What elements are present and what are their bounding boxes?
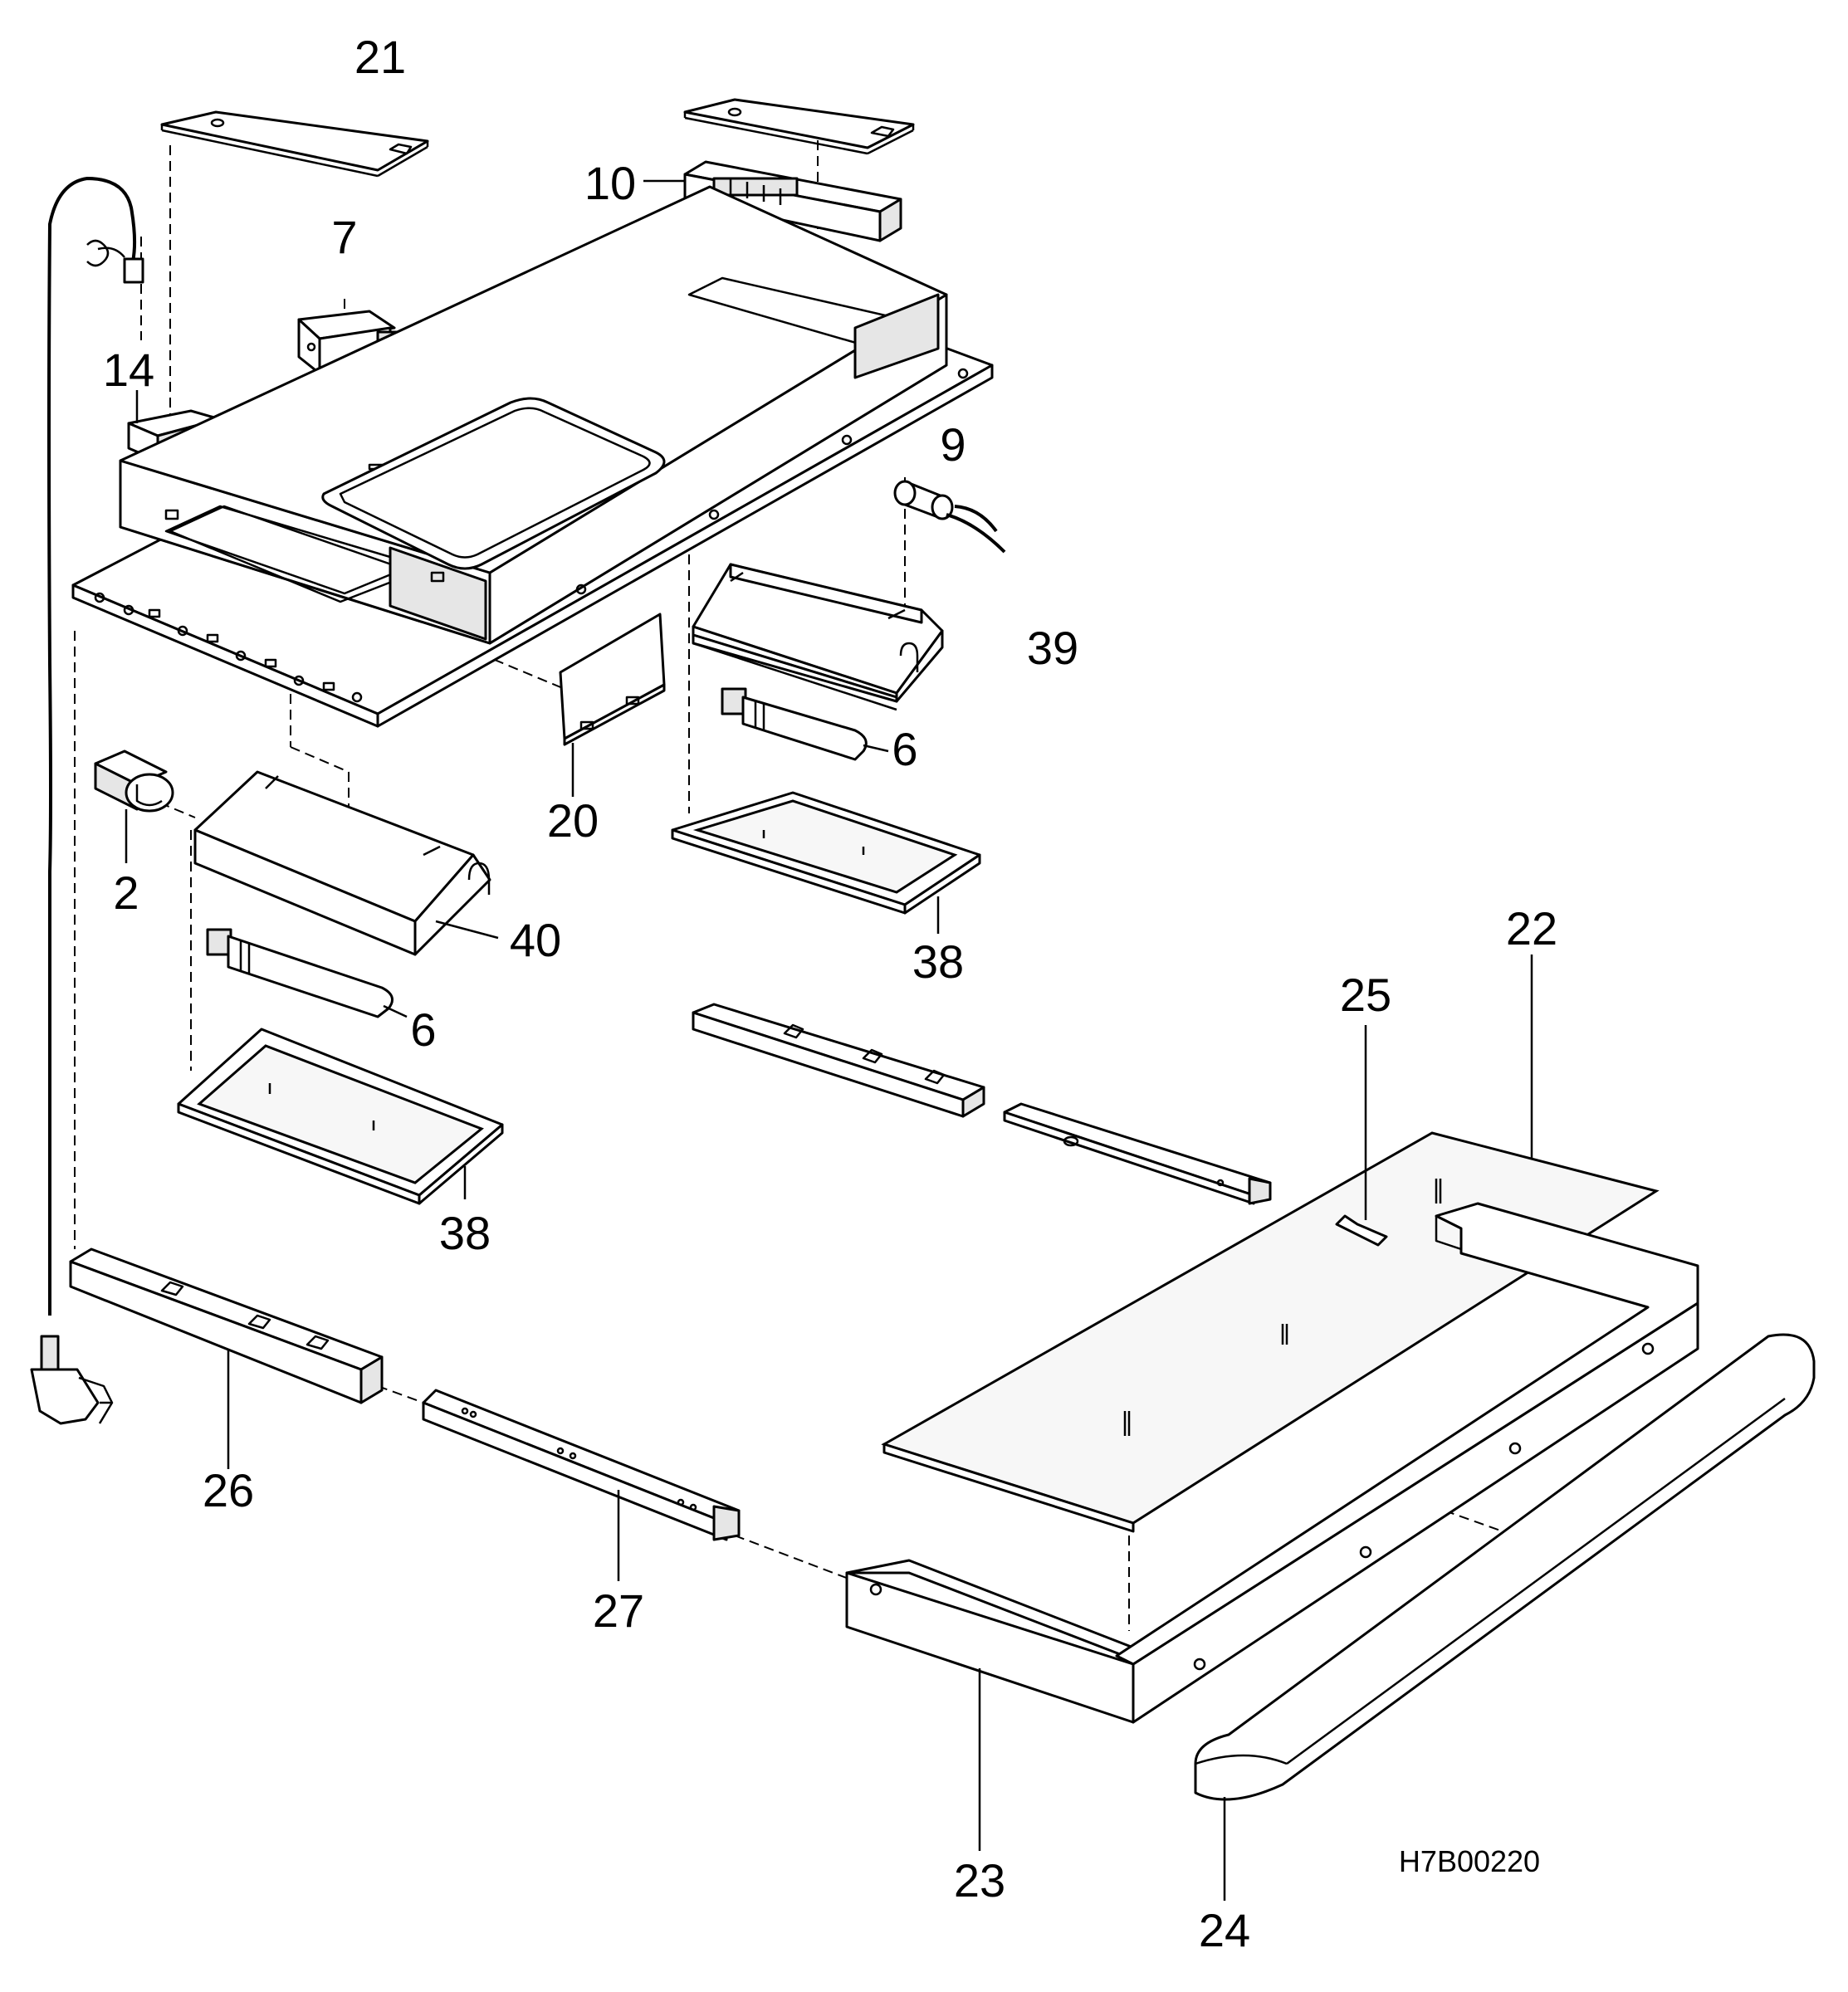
drawing-code: H7B00220	[1399, 1844, 1540, 1878]
callout-39: 39	[1027, 622, 1078, 674]
part-21-cover-plate	[160, 110, 429, 178]
slide-rail-upper	[1003, 1102, 1272, 1205]
callout-21: 21	[354, 31, 406, 83]
callout-6-upper: 6	[892, 723, 917, 775]
callout-22: 22	[1506, 902, 1557, 954]
part-6-lamp-tube-left	[206, 928, 408, 1018]
part-26-rail-bracket	[69, 1247, 384, 1469]
callout-7: 7	[331, 211, 357, 263]
part-6-lamp-tube-right	[721, 687, 889, 761]
part-9-capacitor	[893, 480, 1006, 554]
callout-26: 26	[203, 1464, 254, 1516]
part-10-connector-strip	[643, 160, 902, 242]
part-27-slide-rail	[422, 1389, 741, 1581]
part-38-diffuser-right	[671, 791, 981, 934]
main-housing	[71, 185, 994, 728]
callout-27: 27	[593, 1584, 644, 1637]
callout-23: 23	[954, 1854, 1005, 1907]
part-24-handle-bar	[1194, 1333, 1816, 1901]
mains-cable	[30, 176, 144, 1425]
callout-labels: 21 10 7 14 9 39 6 20 2 40 38 6 38 22 25 …	[103, 31, 1557, 1956]
callout-38-upper: 38	[912, 935, 964, 988]
part-25-clip	[1335, 1025, 1388, 1247]
part-23-frame	[845, 1202, 1699, 1851]
callout-20: 20	[547, 794, 599, 847]
part-2-lamp-socket	[94, 749, 174, 863]
callout-14: 14	[103, 344, 154, 396]
callout-2: 2	[113, 867, 139, 919]
callout-24: 24	[1199, 1904, 1250, 1956]
callout-38-lower: 38	[439, 1207, 491, 1259]
part-40-lamp-housing	[193, 770, 499, 956]
rail-bracket-upper	[692, 1003, 985, 1118]
part-20-circuit-board	[559, 613, 666, 797]
callout-10: 10	[584, 157, 636, 209]
part-38-diffuser-left	[177, 1028, 504, 1205]
callout-9: 9	[940, 418, 966, 471]
callout-6-lower: 6	[410, 1003, 436, 1056]
mains-plug	[30, 1335, 114, 1425]
part-39-lamp-housing	[692, 563, 944, 711]
flange-holes	[94, 368, 969, 703]
callout-25: 25	[1340, 969, 1391, 1021]
part-cover-plate-right	[683, 98, 915, 155]
callout-40: 40	[510, 914, 561, 966]
